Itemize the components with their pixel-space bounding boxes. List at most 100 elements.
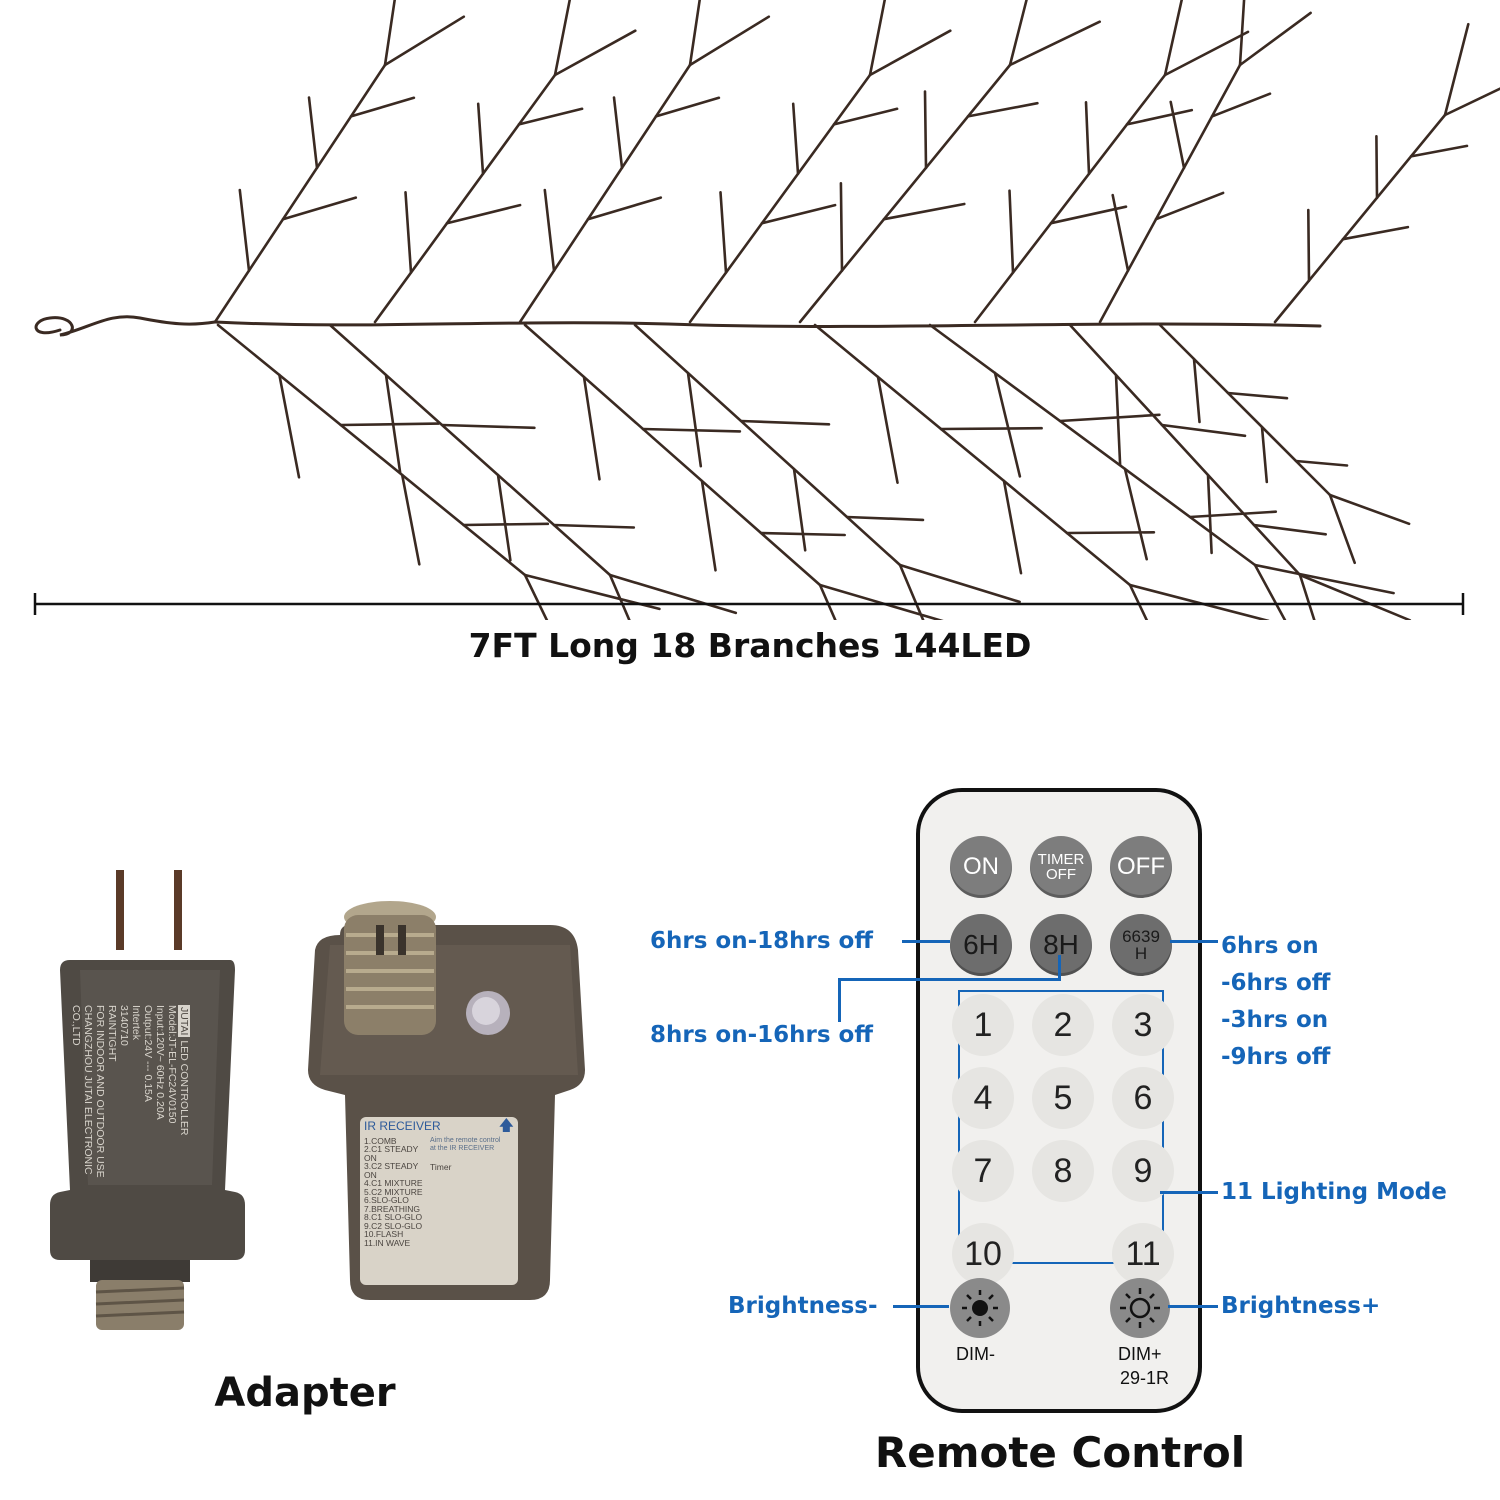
branch-twig (882, 202, 966, 221)
controller-aim-note: Aim the remote control at the IR RECEIVE… (430, 1136, 501, 1152)
product-headline: 7FT Long 18 Branches 144LED (468, 626, 1032, 665)
branch-twig (798, 63, 1012, 324)
branch-twig (688, 15, 771, 67)
remote-caption: Remote Control (874, 1428, 1246, 1477)
branch-twig (445, 203, 522, 225)
branch-twig (1058, 413, 1161, 423)
branch-twig (608, 573, 631, 620)
annotation-8h: 8hrs on-16hrs off (650, 1022, 873, 1048)
mode-button-8[interactable]: 8 (1032, 1140, 1094, 1202)
branch-twig (1341, 225, 1410, 241)
adapter-cert-3: RAINTIGHT (106, 1005, 118, 1062)
branch-twig (1008, 20, 1101, 67)
connector-modes (1160, 1191, 1218, 1194)
dim-plus-button[interactable] (1110, 1278, 1170, 1338)
timer-6639h-label-1: 6639 (1122, 927, 1160, 946)
adapter-plug-illustration (50, 870, 245, 1330)
branch-twig (1210, 92, 1272, 118)
branch-twig (373, 73, 557, 324)
annotation-6639h-line4: -9hrs off (1221, 1044, 1331, 1070)
branch-twig (404, 191, 413, 274)
branch-twig (1008, 189, 1015, 274)
adapter-cert-1: Intertek (130, 1005, 142, 1041)
mode-button-5[interactable]: 5 (1032, 1067, 1094, 1129)
branch-twig (993, 371, 1022, 478)
branch-twig (543, 188, 556, 272)
controller-mode-item: 5.C2 MIXTURE (364, 1186, 423, 1197)
annotation-brightness-plus: Brightness+ (1221, 1293, 1381, 1319)
branch-twig (688, 73, 872, 324)
annotation-6639h-line3: -3hrs on (1221, 1007, 1329, 1033)
adapter-company: CHANGZHOU JUTAI ELECTRONIC CO.,LTD (70, 1005, 94, 1175)
on-button[interactable]: ON (950, 836, 1012, 898)
dim-minus-button[interactable] (950, 1278, 1010, 1338)
branch-twig (845, 515, 925, 522)
annotation-6h: 6hrs on-18hrs off (650, 928, 873, 954)
timer-6639h-label-2: H (1134, 944, 1148, 963)
mode-button-7[interactable]: 7 (952, 1140, 1014, 1202)
timer-8h-button[interactable]: 8H (1030, 914, 1092, 976)
controller-mode-item: 8.C1 SLO-GLO (364, 1212, 423, 1222)
branch-twig (553, 0, 572, 77)
branch-twig (1238, 0, 1246, 67)
branch-twig (1298, 573, 1412, 620)
mode-button-3[interactable]: 3 (1112, 994, 1174, 1056)
branch-twig (1049, 205, 1128, 225)
arrow-up-icon: 🡅 (498, 1117, 514, 1134)
controller-mode-item: 10.FLASH (364, 1229, 404, 1239)
controller-mode-item: 9.C2 SLO-GLO (364, 1220, 423, 1231)
branch-twig (517, 107, 584, 126)
branch-twig (1252, 523, 1327, 536)
branch-twig (496, 473, 512, 562)
mode-button-10[interactable]: 10 (952, 1223, 1014, 1285)
branch-twig (1068, 323, 1302, 577)
branch-twig (349, 96, 416, 118)
branch-twig (586, 196, 663, 221)
adapter-printed-label: JUTAI LED CONTROLLER Model:JT-EL-FC24V01… (70, 1005, 190, 1215)
branch-twig (1160, 423, 1247, 438)
connector-brightness-plus (1168, 1305, 1218, 1308)
branch-twig (739, 419, 831, 426)
mode-button-4[interactable]: 4 (952, 1067, 1014, 1129)
mode-button-11[interactable]: 11 (1112, 1223, 1174, 1285)
mode-button-2[interactable]: 2 (1032, 994, 1094, 1056)
branch-twig (1409, 144, 1469, 158)
timer-6639h-button[interactable]: 6639 H (1110, 914, 1172, 976)
branch-twig (383, 0, 397, 67)
off-button-label: OFF (1117, 853, 1165, 880)
branch-twig (1188, 510, 1278, 519)
adapter-output: Output:24V --- 0.15A (142, 1005, 154, 1102)
brightness-low-icon (962, 1290, 998, 1326)
mode-button-1[interactable]: 1 (952, 994, 1014, 1056)
connector-6h (902, 940, 950, 943)
branch-twig (1253, 563, 1287, 620)
branch-twig (1125, 108, 1194, 126)
branch-twig (1084, 101, 1091, 176)
annotation-6639h-line1: 6hrs on (1221, 933, 1319, 959)
off-button[interactable]: OFF (1110, 836, 1172, 898)
mode-button-6[interactable]: 6 (1112, 1067, 1174, 1129)
branch-twig (868, 0, 887, 77)
connector-8h-horizontal (838, 978, 1061, 981)
timer-off-label-1: TIMER (1037, 851, 1085, 868)
branch-twig (383, 15, 466, 67)
branch-twig (552, 523, 636, 529)
controller-mode-item: 11.IN WAVE (364, 1237, 411, 1248)
branch-twig (966, 101, 1039, 118)
branch-twig (216, 323, 527, 577)
branch-twig (700, 479, 717, 572)
branch-twig (1158, 323, 1332, 497)
branch-twig (523, 573, 549, 620)
adapter-brand: JUTAI (178, 1005, 190, 1038)
branch-twig (760, 203, 837, 225)
timer-8h-label: 8H (1043, 929, 1079, 960)
branch-twig (1273, 113, 1447, 324)
timer-off-button[interactable]: TIMER OFF (1030, 836, 1092, 898)
branch-twig (832, 107, 899, 126)
branch-twig (1114, 373, 1122, 466)
annotation-6639h-line2: -6hrs off (1221, 970, 1331, 996)
timer-6h-button[interactable]: 6H (950, 914, 1012, 976)
branch-twig (1253, 563, 1395, 595)
branch-twig (1443, 22, 1470, 117)
